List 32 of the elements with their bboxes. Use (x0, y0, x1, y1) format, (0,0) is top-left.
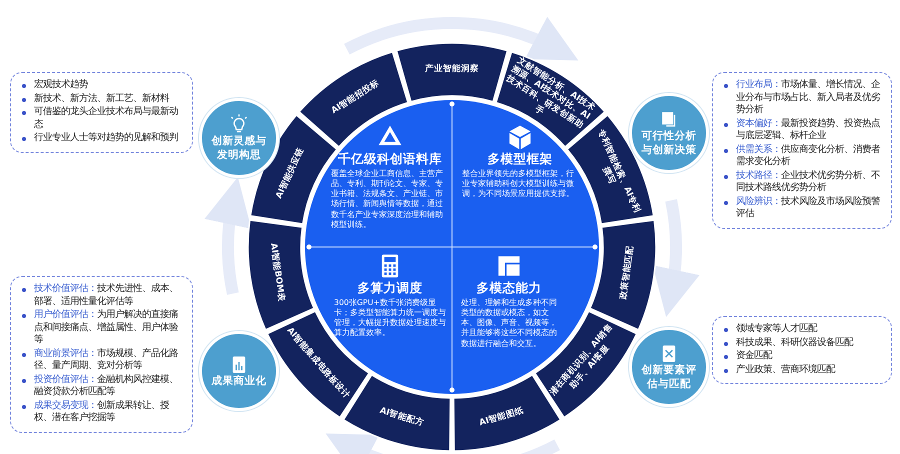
bullet-text: 供需关系：供应商变化分析、消费者需求变化分析 (736, 144, 882, 169)
stage-title: 创新灵感与发明构思 (210, 135, 268, 163)
info-card (10, 276, 193, 434)
stage-title: 可行性分析与创新决策 (640, 130, 698, 158)
bullet-text: 商业前景评估：市场规模、产品化路径、量产周期、竞对分析等 (34, 348, 179, 373)
bullet-text: 宏观技术趋势 (34, 79, 88, 92)
panel-heading: 多模型框架 (486, 151, 554, 168)
bullet-text: 行业专业人士等对趋势的见解和预判 (34, 132, 178, 145)
bullet-text: 科技成果、科研仪器设备匹配 (736, 336, 853, 350)
info-card (10, 72, 193, 153)
bullet-text: 可借鉴的龙头企业技术布局与最新动态 (34, 106, 179, 132)
bullet-text: 技术价值评估：技术先进性、成本、部署、适用性量化评估等 (34, 283, 179, 308)
panel-heading: 多算力调度 (356, 280, 424, 297)
bullet-text: 产业政策、营商环境匹配 (736, 364, 835, 376)
segment-label: AI智能招投标 (304, 52, 408, 143)
stage-circle (629, 327, 709, 407)
bullet-text: 风险辨识：技术风险及市场风险预警评估 (736, 196, 881, 222)
bullet-text: 领域专家等人才匹配 (736, 323, 817, 336)
bullet-text: 资本偏好：最新投资趋势、投资热点与底层逻辑、标杆企业 (736, 118, 881, 143)
panel-heading: 千亿级科创语料库 (337, 151, 443, 168)
bullet-text: 成果交易变现：创新成果转让、授权、潜在客户挖掘等 (34, 400, 170, 426)
bullet-text: 技术路径：企业技术优劣势分析、不同技术路线优劣势分析 (736, 170, 881, 195)
bullet-text: 投资价值评估：金融机构风控建模、融资贷款分析匹配等 (34, 374, 179, 399)
stage-title: 成果商业化 (210, 375, 268, 389)
bullet-text: 用户价值评估：为用户解决的直接痛点和间接痛点、增益属性、用户体验等 (34, 309, 179, 347)
info-card (712, 72, 892, 230)
info-card (712, 316, 892, 384)
bullet-text: 资金匹配 (736, 350, 772, 363)
bullet-text: 行业布局：市场体量、增长情况、企业分布与市场占比、新入局者及优劣势分析 (736, 79, 882, 117)
bullet-text: 新技术、新方法、新工艺、新材料 (34, 92, 169, 106)
panel-heading: 多模态能力 (476, 280, 542, 297)
stage-title: 创新要素评估与匹配 (640, 364, 698, 392)
